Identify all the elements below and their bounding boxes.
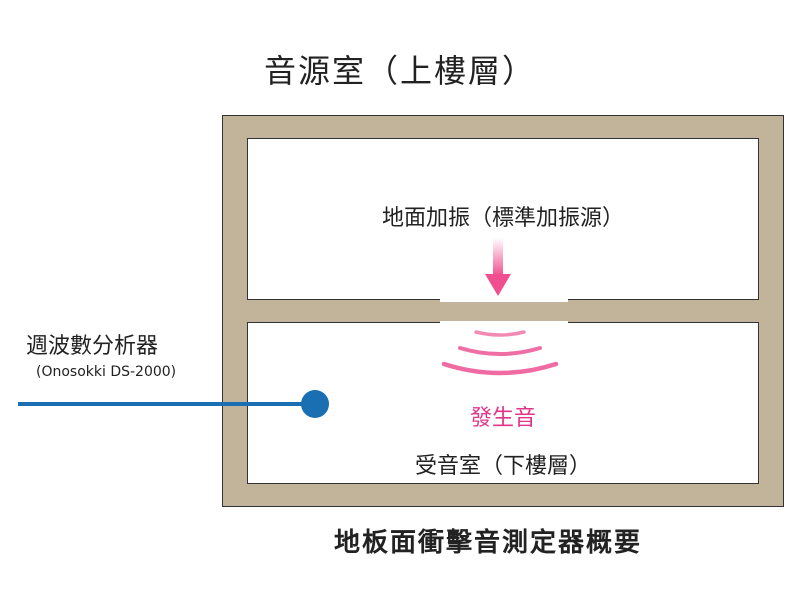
receiving-room-label: 受音室（下樓層） <box>414 454 591 479</box>
impact-source-label: 地面加振（標準加振源） <box>381 206 624 231</box>
sound-wave-icon <box>441 330 559 376</box>
microphone-dot-icon <box>301 390 329 418</box>
diagram-title: 地板面衝擊音測定器概要 <box>334 528 643 558</box>
analyzer-cable <box>18 390 329 418</box>
floor-slab-opening-upper <box>440 298 568 302</box>
frequency-analyzer-model: (Onosokki DS-2000) <box>36 364 177 380</box>
frequency-analyzer-label: 週波數分析器 <box>26 334 159 359</box>
floor-slab-opening-lower <box>440 321 568 324</box>
upper-room-title: 音源室（上樓層） <box>263 52 536 90</box>
down-arrow-icon <box>485 238 511 296</box>
lower-room <box>247 322 759 484</box>
generated-sound-label: 發生音 <box>469 406 536 431</box>
